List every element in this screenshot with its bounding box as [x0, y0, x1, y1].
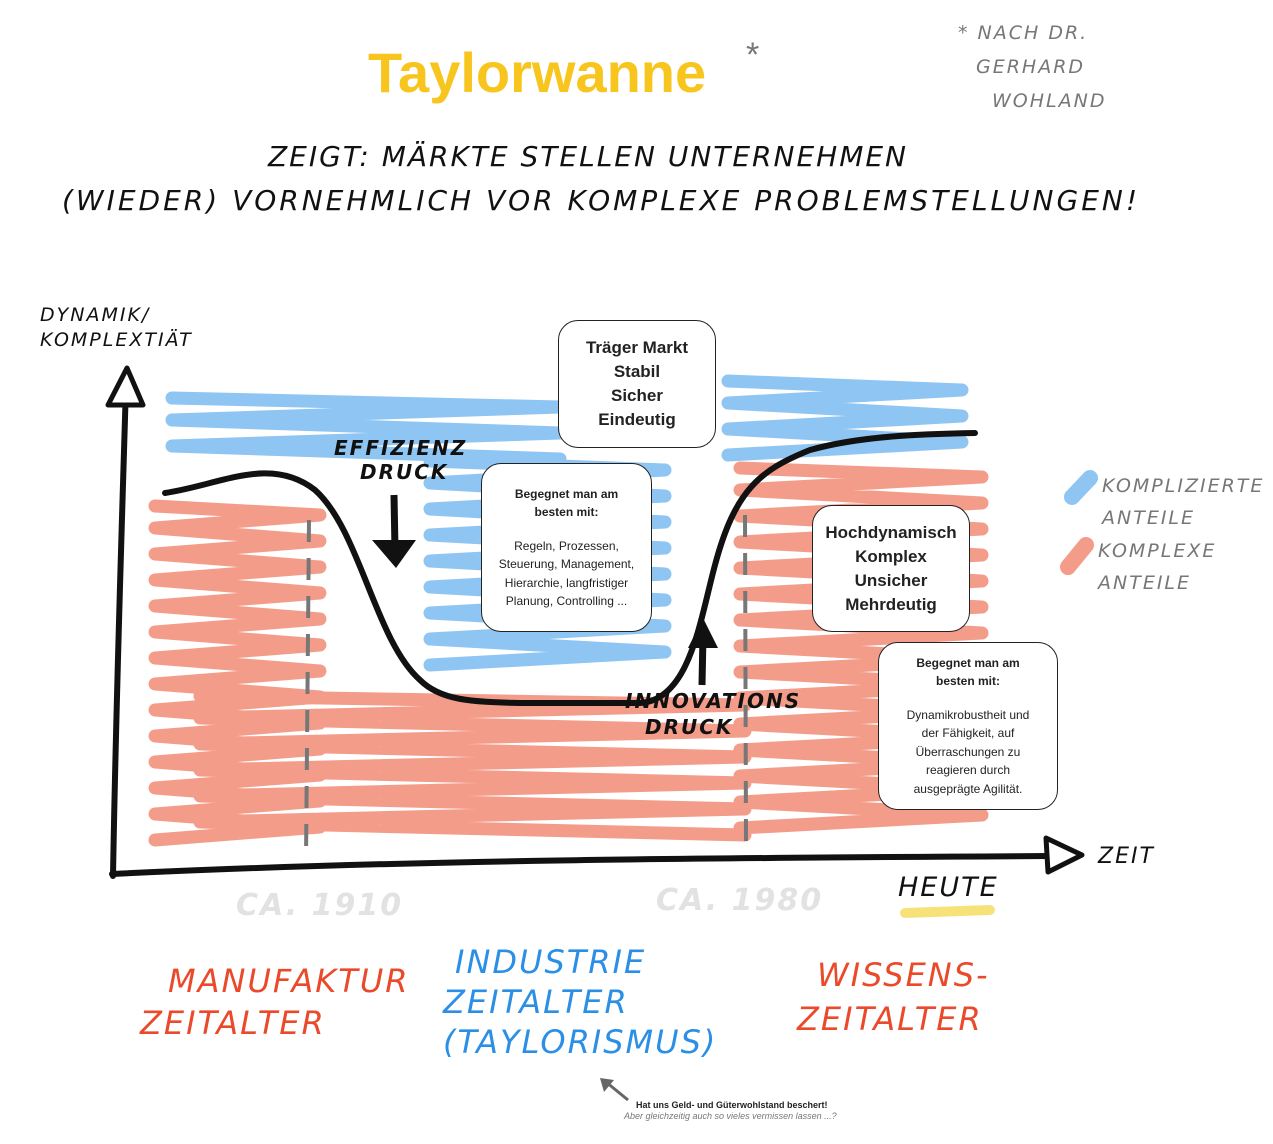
era-label: Zeitalter — [797, 1000, 983, 1038]
legend-item-complex: Komplexe Anteile — [1098, 535, 1216, 599]
footnote-arrowhead — [600, 1078, 614, 1092]
source-note-line: * nach Dr. — [958, 22, 1089, 44]
y-axis-arrowhead — [105, 365, 146, 408]
dynamic-market-box: Hochdynamisch Komplex Unsicher Mehrdeuti… — [812, 505, 970, 632]
page-title: Taylorwanne — [368, 41, 707, 104]
legend-swatch-blue — [1064, 470, 1098, 505]
timeline-mark-1910: ca. 1910 — [236, 888, 404, 923]
pressure-line: Innovations — [625, 689, 802, 713]
x-axis — [109, 853, 1053, 877]
legend-label: Komplizierte — [1102, 475, 1265, 497]
legend-label: Anteile — [1098, 572, 1192, 594]
box-text: Überraschungen zu — [915, 744, 1021, 759]
efficiency-arrow-head — [372, 540, 416, 568]
blue-scribble-top-right — [721, 374, 969, 462]
efficiency-pressure-label: Effizienz Druck — [334, 436, 467, 484]
subtitle-line-1: Zeigt: Märkte stellen Unternehmen — [268, 140, 908, 173]
box-line: Komplex — [855, 546, 927, 566]
box-line: Unsicher — [854, 570, 928, 590]
source-note-line: Gerhard — [976, 56, 1086, 78]
era-label: Zeitalter — [443, 983, 629, 1021]
red-scribble-left — [148, 499, 327, 847]
footnote-line-1: Hat uns Geld- und Güterwohlstand bescher… — [636, 1100, 828, 1110]
era-wissens: Wissens- Zeitalter — [797, 953, 990, 1041]
source-note: * nach Dr. Gerhard Wohland — [958, 16, 1106, 118]
box-line: Eindeutig — [598, 410, 676, 429]
today-underline — [900, 905, 995, 918]
era-industrie: Industrie Zeitalter (Taylorismus) — [443, 942, 717, 1062]
box-line: Hochdynamisch — [825, 522, 957, 542]
timeline-mark-1980: ca. 1980 — [656, 883, 824, 918]
red-scribble-bottom — [193, 689, 752, 842]
box-line: Sicher — [611, 386, 663, 405]
era-label: Manufaktur — [168, 962, 410, 1000]
box-text: reagieren durch — [925, 763, 1011, 778]
box-heading: besten mit: — [935, 673, 1000, 688]
era-label: Zeitalter — [140, 1004, 326, 1042]
innovation-arrow-head — [688, 618, 718, 648]
legend-label: Anteile — [1102, 507, 1196, 529]
era-label: (Taylorismus) — [443, 1023, 718, 1061]
box-text: Dynamikrobustheit und — [906, 707, 1030, 722]
innovation-pressure-label: Innovations Druck — [625, 688, 801, 740]
era-label: Industrie — [455, 943, 647, 981]
box-heading: Begegnet man am — [916, 655, 1020, 670]
y-axis — [110, 382, 129, 879]
pressure-line: Effizienz — [334, 436, 468, 460]
blue-scribble-top-left — [165, 391, 567, 466]
box-line: Mehrdeutig — [845, 594, 937, 614]
y-axis-label: Dynamik/ Komplextiät — [40, 303, 193, 353]
box-line: Träger Markt — [585, 338, 689, 357]
box-heading: Begegnet man am — [514, 486, 619, 501]
title-footnote-mark: * — [746, 36, 760, 74]
source-note-line: Wohland — [992, 90, 1107, 112]
stable-market-box: Träger Markt Stabil Sicher Eindeutig — [558, 320, 716, 448]
box-line: Stabil — [613, 362, 661, 381]
box-text: Steuerung, Management, — [498, 557, 635, 571]
footnote-line-2: Aber gleichzeitig auch so vieles vermiss… — [624, 1111, 837, 1121]
dynamic-answer-box: Begegnet man am besten mit: Dynamikrobus… — [878, 642, 1058, 810]
x-axis-arrowhead — [1043, 835, 1085, 875]
box-text: Hierarchie, langfristiger — [504, 575, 629, 590]
box-text: Planung, Controlling ... — [505, 594, 628, 608]
x-axis-label: Zeit — [1098, 844, 1155, 869]
legend-swatch-red — [1060, 537, 1094, 575]
divider-1980 — [743, 514, 748, 846]
legend-label: Komplexe — [1098, 540, 1217, 562]
taylor-trough-curve — [162, 430, 978, 706]
era-manufaktur: Manufaktur Zeitalter — [140, 960, 409, 1044]
pressure-line: Druck — [360, 460, 449, 484]
legend-item-complicated: Komplizierte Anteile — [1102, 470, 1264, 534]
box-heading: besten mit: — [534, 504, 599, 519]
y-axis-label-line: Komplextiät — [40, 329, 193, 351]
box-text: Regeln, Prozessen, — [514, 538, 619, 553]
era-label: Wissens- — [817, 956, 990, 994]
timeline-today: Heute — [898, 872, 999, 903]
stable-answer-box: Begegnet man am besten mit: Regeln, Proz… — [481, 463, 652, 632]
box-text: ausgeprägte Agilität. — [913, 781, 1023, 796]
divider-1910 — [304, 519, 311, 861]
pressure-line: Druck — [645, 715, 734, 739]
subtitle-line-2: (wieder) vornehmlich vor komplexe Proble… — [62, 184, 1141, 217]
y-axis-label-line: Dynamik/ — [40, 304, 151, 326]
box-text: der Fähigkeit, auf — [921, 726, 1015, 741]
